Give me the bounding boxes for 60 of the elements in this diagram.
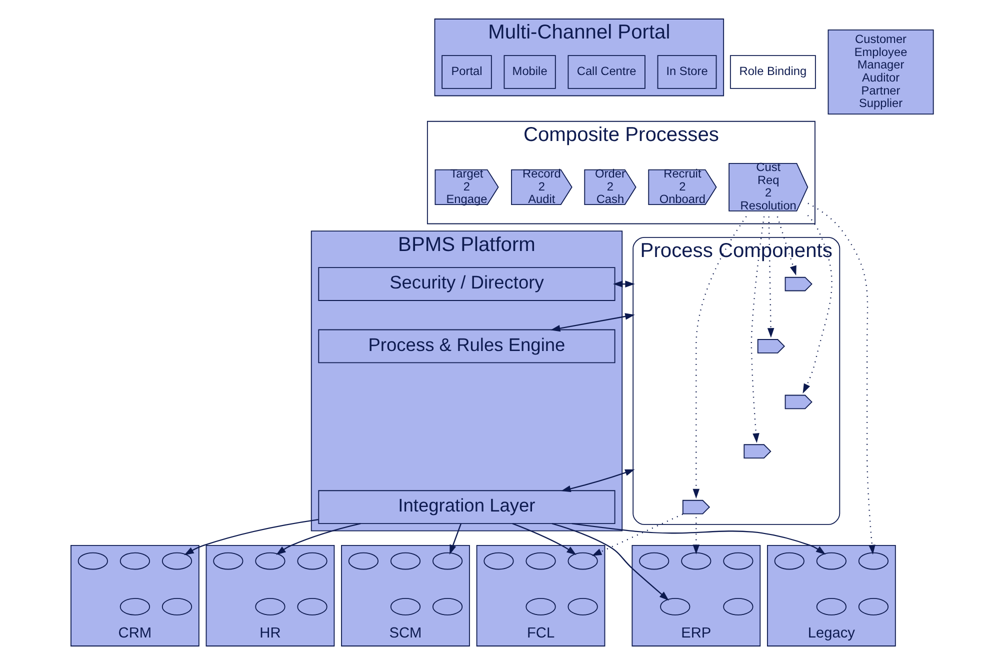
node-pentagon	[757, 339, 785, 354]
node-box: Process & Rules Engine	[318, 329, 616, 364]
node-ellipse	[639, 552, 670, 570]
arrow	[184, 518, 318, 556]
node-ellipse	[432, 598, 463, 616]
node-ellipse	[255, 552, 286, 570]
arrow	[572, 522, 826, 555]
node-ellipse	[723, 552, 754, 570]
node-ellipse	[858, 552, 889, 570]
arrow	[552, 522, 669, 601]
node-ellipse	[120, 552, 150, 570]
arrow	[767, 216, 774, 338]
node-ellipse	[681, 552, 712, 570]
node-pentagon	[744, 444, 772, 458]
node-box: Portal	[442, 55, 492, 89]
arrow	[450, 523, 462, 555]
node-ellipse	[390, 598, 421, 616]
node-box: Call Centre	[568, 55, 646, 89]
node-ellipse	[484, 552, 514, 570]
arrow	[692, 517, 700, 554]
node-box: Integration Layer	[318, 490, 616, 524]
node-ellipse	[660, 598, 690, 616]
node-ellipse	[432, 552, 463, 570]
cluster: Process Components	[632, 236, 840, 525]
node-ellipse	[526, 552, 556, 570]
node-ellipse	[816, 552, 847, 570]
node-box: Customer Employee Manager Auditor Partner Supplier	[828, 30, 934, 114]
node-ellipse	[390, 552, 421, 570]
arrow	[692, 216, 747, 499]
node-ellipse	[568, 598, 598, 616]
node-ellipse	[568, 552, 598, 570]
node-ellipse	[255, 598, 286, 616]
node-ellipse	[213, 552, 244, 570]
node-ellipse	[78, 552, 108, 570]
arrow	[550, 313, 635, 332]
node-ellipse	[774, 552, 804, 570]
node-box: Mobile	[504, 55, 556, 89]
node-pentagon	[784, 394, 812, 410]
node-box: Role Binding	[730, 55, 816, 89]
arrow	[561, 469, 635, 492]
node-ellipse	[162, 552, 192, 570]
arrow	[808, 202, 876, 555]
node-box: Security / Directory	[318, 267, 616, 301]
arrow	[750, 216, 765, 443]
node-ellipse	[723, 598, 754, 616]
arrow	[802, 214, 832, 394]
node-ellipse	[162, 598, 192, 616]
node-pentagon	[784, 276, 812, 292]
node-ellipse	[816, 598, 847, 616]
arrow	[592, 514, 683, 556]
node-ellipse	[297, 552, 328, 570]
node-ellipse	[526, 598, 556, 616]
node-ellipse	[120, 598, 150, 616]
arrow	[613, 280, 635, 288]
node-ellipse	[858, 598, 889, 616]
node-pentagon	[682, 500, 710, 514]
node-box: In Store	[657, 55, 717, 89]
arrow	[776, 216, 796, 276]
node-ellipse	[297, 598, 328, 616]
node-ellipse	[348, 552, 379, 570]
